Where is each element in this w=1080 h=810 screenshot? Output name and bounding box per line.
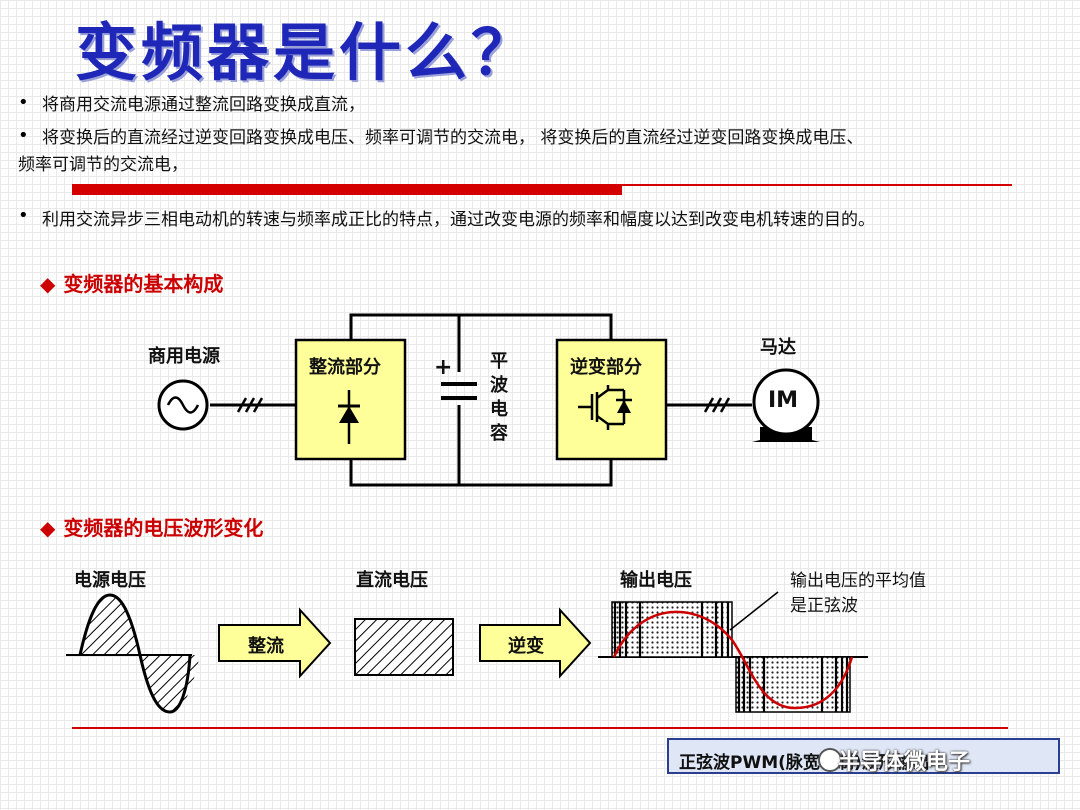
capacitor-symbol <box>441 382 477 400</box>
source-label: 商用电源 <box>148 346 220 367</box>
three-phase-ticks-right <box>703 397 731 413</box>
motor-icon <box>752 368 820 442</box>
freewheel-diode-icon <box>617 400 631 413</box>
capacitor-plus-label: + <box>434 355 453 380</box>
inverter-box <box>555 338 668 461</box>
wechat-logo-icon <box>818 748 842 772</box>
igbt-icon <box>578 385 626 430</box>
output-note-line-1: 输出电压的平均值 <box>790 571 926 591</box>
note-leader-line <box>729 591 779 631</box>
ac-source-icon <box>157 379 209 431</box>
invert-arrow-icon <box>479 607 592 679</box>
bullet-2: 将变换后的直流经过逆变回路变换成电压、频率可调节的交流电， 将变换后的直流经过逆… <box>42 128 864 148</box>
rectify-arrow-label: 整流 <box>248 636 284 657</box>
pwm-caption-box: 正弦波PWM(脉宽调制)波形输出 <box>667 738 1060 774</box>
three-phase-ticks-left <box>236 397 264 413</box>
output-pwm-wave <box>598 591 868 713</box>
page-title: 变频器是什么？ <box>75 16 538 89</box>
red-divider-thick <box>72 184 622 195</box>
dc-voltage-block <box>354 618 454 676</box>
invert-arrow-label: 逆变 <box>508 636 544 657</box>
rectifier-box <box>294 338 407 461</box>
bullet-marker: • <box>18 125 29 146</box>
watermark-text: 半导体微电子 <box>838 750 971 775</box>
source-voltage-label: 电源电压 <box>74 570 146 591</box>
motor-label: 马达 <box>760 337 796 358</box>
bullet-2-continued: 频率可调节的交流电， <box>18 155 188 175</box>
section-title-waveforms: ◆变频器的电压波形变化 <box>40 516 264 540</box>
bullet-marker: • <box>18 205 29 226</box>
output-voltage-label: 输出电压 <box>620 570 692 591</box>
inverter-label: 逆变部分 <box>570 357 642 378</box>
rectifier-label: 整流部分 <box>309 357 381 378</box>
diamond-bullet-icon: ◆ <box>40 516 56 540</box>
motor-text: IM <box>768 388 799 413</box>
red-divider-thin <box>622 184 1012 186</box>
output-note-line-2: 是正弦波 <box>790 596 858 616</box>
capacitor-label: 平 波 电 容 <box>490 351 508 444</box>
dc-voltage-label: 直流电压 <box>356 570 428 591</box>
source-sine-wave <box>66 593 200 714</box>
bullet-3: 利用交流异步三相电动机的转速与频率成正比的特点，通过改变电源的频率和幅度以达到改… <box>42 210 875 230</box>
diamond-bullet-icon: ◆ <box>40 272 56 296</box>
rectify-arrow-icon <box>218 607 332 679</box>
diode-icon <box>338 390 360 444</box>
bullet-marker: • <box>18 92 29 113</box>
section-title-composition: ◆变频器的基本构成 <box>40 272 224 296</box>
bullet-1: 将商用交流电源通过整流回路变换成直流， <box>42 95 365 115</box>
